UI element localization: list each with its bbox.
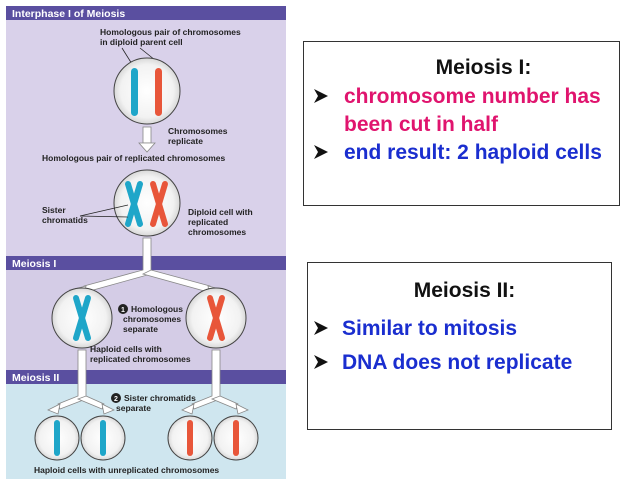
meiosis2-summary-box: Meiosis II: Similar to mitosis DNA does … — [307, 262, 612, 430]
chromosome-blue — [131, 68, 138, 116]
label-diploid-cell-3: chromosomes — [188, 227, 246, 237]
meiosis2-band-title: Meiosis II — [12, 372, 59, 384]
meiosis1-bullet: chromosome number has been cut in half — [304, 83, 619, 139]
arrowhead-bullet-icon — [314, 321, 328, 335]
meiosis2-bullet-text: Similar to mitosis — [342, 317, 518, 340]
meiosis2-bullet: Similar to mitosis — [308, 315, 611, 343]
label-haploid-replicated-2: replicated chromosomes — [90, 354, 191, 364]
meiosis1-bullet-text: end result: 2 haploid cells — [344, 141, 602, 164]
meiosis1-bullet-list: chromosome number has been cut in half e… — [304, 83, 619, 167]
diploid-replicated-cell — [113, 169, 181, 237]
arrow-head — [181, 403, 195, 415]
step2-marker — [111, 393, 121, 403]
meiosis1-band-title: Meiosis I — [12, 258, 56, 270]
meiosis2-bullet: DNA does not replicate — [308, 349, 611, 377]
meiosis-diagram: Interphase I of Meiosis Meiosis I Meiosi… — [6, 6, 286, 479]
label-homologous-pair-2: in diploid parent cell — [100, 37, 183, 47]
meiosis1-bullet-text: chromosome number has been cut in half — [344, 85, 601, 136]
leader-line — [79, 204, 129, 217]
meiosis2-title: Meiosis II: — [413, 279, 516, 302]
arrowhead-bullet-icon — [314, 355, 328, 369]
meiosis1-title: Meiosis I: — [435, 56, 532, 79]
label-step1-3: separate — [123, 324, 158, 334]
chromatid-red — [150, 181, 168, 227]
step2-number: 2 — [114, 396, 118, 403]
label-chromosomes-replicate-2: replicate — [168, 136, 203, 146]
meiosis1-bullet: end result: 2 haploid cells — [304, 139, 619, 167]
step1-marker — [118, 304, 128, 314]
arrow-head — [235, 403, 249, 415]
diploid-parent-cell — [113, 57, 181, 125]
meiosis2-bullet-text: DNA does not replicate — [342, 351, 573, 374]
arrow-split-left — [57, 349, 87, 410]
label-step1-1: Homologous — [131, 304, 183, 314]
chromatid-blue — [125, 181, 143, 227]
meiosis2-bullet-list: Similar to mitosis DNA does not replicat… — [308, 315, 611, 377]
meiosis1-summary-box: Meiosis I: chromosome number has been cu… — [303, 41, 620, 206]
leader-line — [79, 215, 129, 218]
chromatid-red — [207, 295, 225, 341]
chromosome-red — [155, 68, 162, 116]
label-step1-2: chromosomes — [123, 314, 181, 324]
label-diploid-cell-2: replicated — [188, 217, 228, 227]
label-sister-1: Sister — [42, 205, 66, 215]
label-haploid-replicated-1: Haploid cells with — [90, 344, 162, 354]
label-step2-2: separate — [116, 403, 151, 413]
interphase-header — [6, 6, 286, 20]
arrow-down — [142, 126, 152, 144]
arrow-head — [47, 403, 61, 415]
label-haploid-unreplicated: Haploid cells with unreplicated chromoso… — [34, 465, 219, 475]
chromosome-red — [233, 420, 239, 456]
label-sister-2: chromatids — [42, 215, 88, 225]
chromosome-blue — [100, 420, 106, 456]
arrowhead-bullet-icon — [314, 145, 328, 159]
chromatid-blue — [73, 295, 91, 341]
arrow-split-right — [76, 395, 105, 410]
chromosome-red — [187, 420, 193, 456]
label-step2-1: Sister chromatids — [124, 393, 196, 403]
interphase-title: Interphase I of Meiosis — [12, 8, 125, 20]
label-diploid-cell-1: Diploid cell with — [188, 207, 253, 217]
label-homologous-pair-1: Homologous pair of chromosomes — [100, 27, 241, 37]
arrow-split-left — [191, 349, 221, 410]
step1-number: 1 — [121, 307, 125, 314]
label-chromosomes-replicate-1: Chromosomes — [168, 126, 228, 136]
arrow-split-right — [210, 395, 239, 410]
arrowhead-bullet-icon — [314, 89, 328, 103]
arrow-down — [138, 142, 156, 153]
leader-line — [121, 47, 133, 65]
chromosome-blue — [54, 420, 60, 456]
arrow-head — [101, 403, 115, 415]
label-homologous-replicated: Homologous pair of replicated chromosome… — [42, 153, 226, 163]
